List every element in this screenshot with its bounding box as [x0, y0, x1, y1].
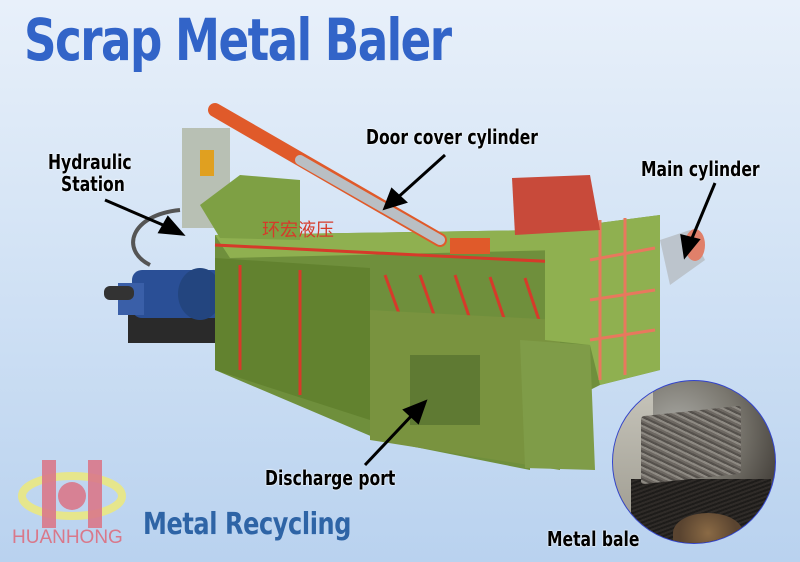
- subtitle: Metal Recycling: [143, 507, 351, 542]
- baler-body: 环宏液压: [200, 175, 660, 470]
- label-metal-bale: Metal bale: [547, 527, 640, 551]
- label-main-cylinder: Main cylinder: [641, 157, 760, 181]
- label-hydraulic-station: Hydraulic Station: [48, 150, 132, 196]
- door-cover-cylinder: [208, 103, 490, 254]
- metal-bale-photo: [612, 380, 776, 544]
- annotation-arrows: [104, 153, 717, 467]
- label-door-cover-cylinder: Door cover cylinder: [366, 125, 539, 149]
- label-discharge-port: Discharge port: [265, 466, 396, 490]
- page-title: Scrap Metal Baler: [24, 6, 452, 74]
- brand-name: HUANHONG: [12, 527, 123, 548]
- brand-characters: 环宏液压: [262, 220, 334, 241]
- huanhong-logo: [18, 460, 126, 528]
- electric-motor: [104, 268, 224, 343]
